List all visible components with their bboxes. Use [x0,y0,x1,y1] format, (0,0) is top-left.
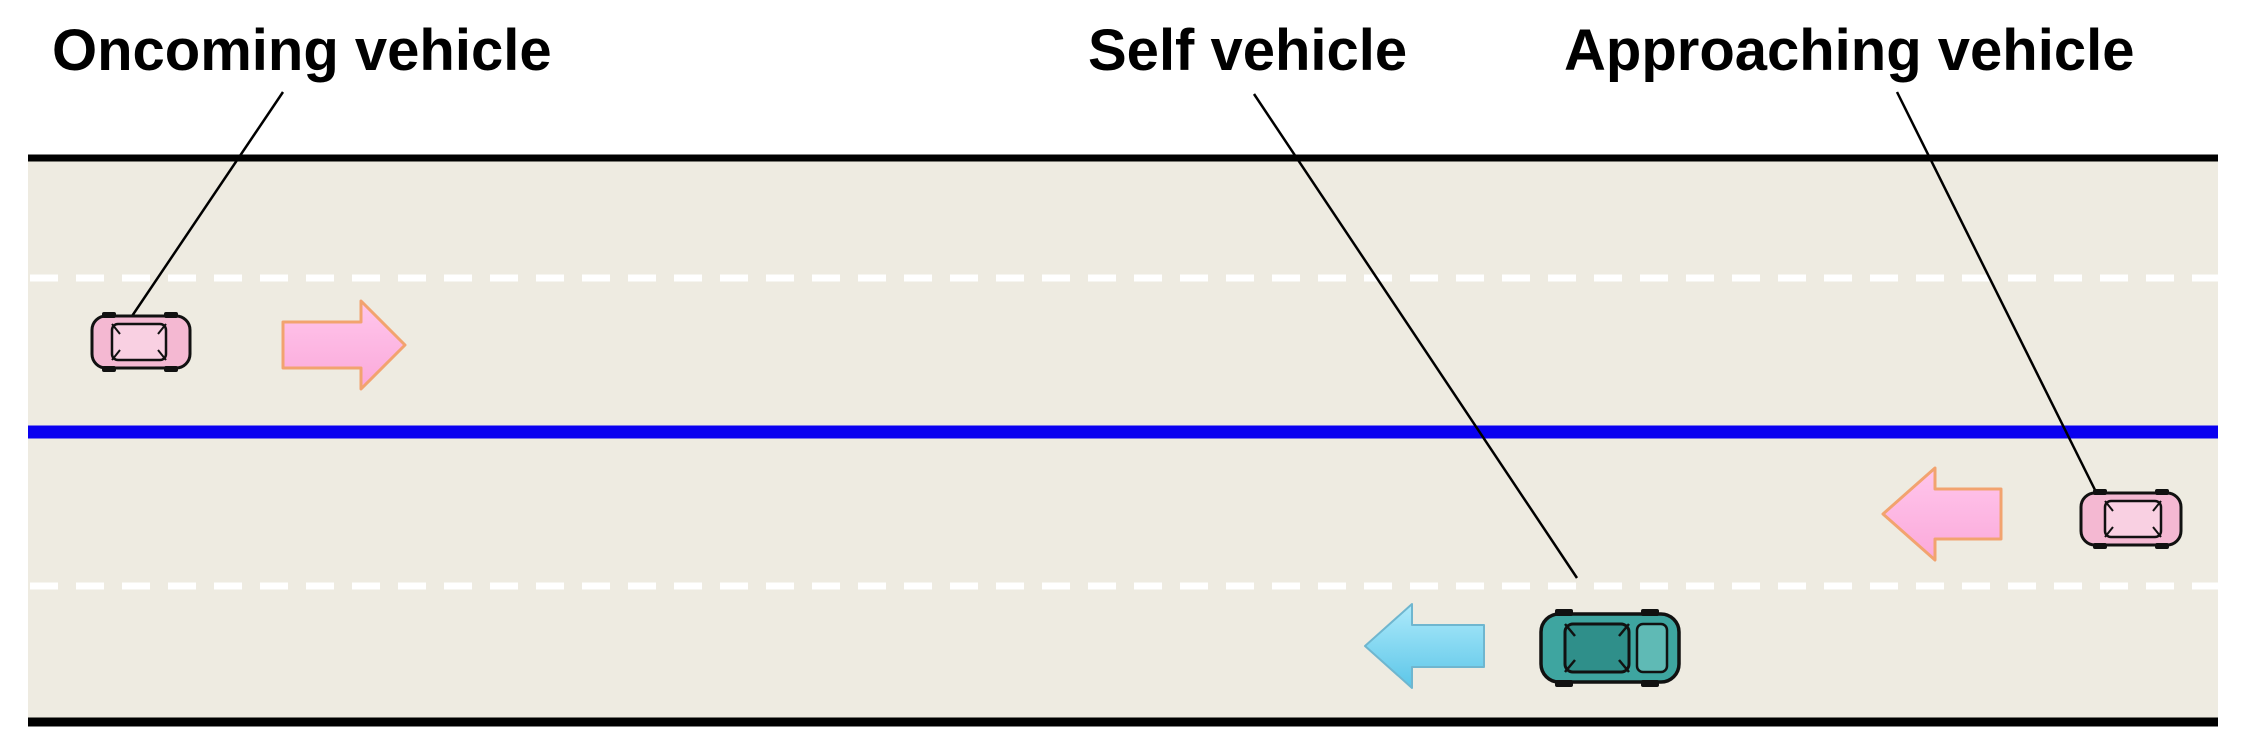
arrow-right-icon [281,299,407,391]
label-self-vehicle: Self vehicle [1088,18,1407,83]
arrow-left-icon [1364,603,1485,689]
approaching-vehicle-car-icon [2079,489,2183,549]
oncoming-vehicle-car-icon [90,312,192,372]
label-oncoming-vehicle: Oncoming vehicle [52,18,552,83]
leader-line-self [1252,93,1579,579]
self-vehicle-car-icon [1539,609,1681,687]
label-approaching-vehicle: Approaching vehicle [1564,18,2134,83]
road-surface [28,158,2218,722]
leader-line-approaching [1895,91,2102,501]
arrow-left-icon [1881,466,2003,562]
leader-line-oncoming [126,91,285,323]
